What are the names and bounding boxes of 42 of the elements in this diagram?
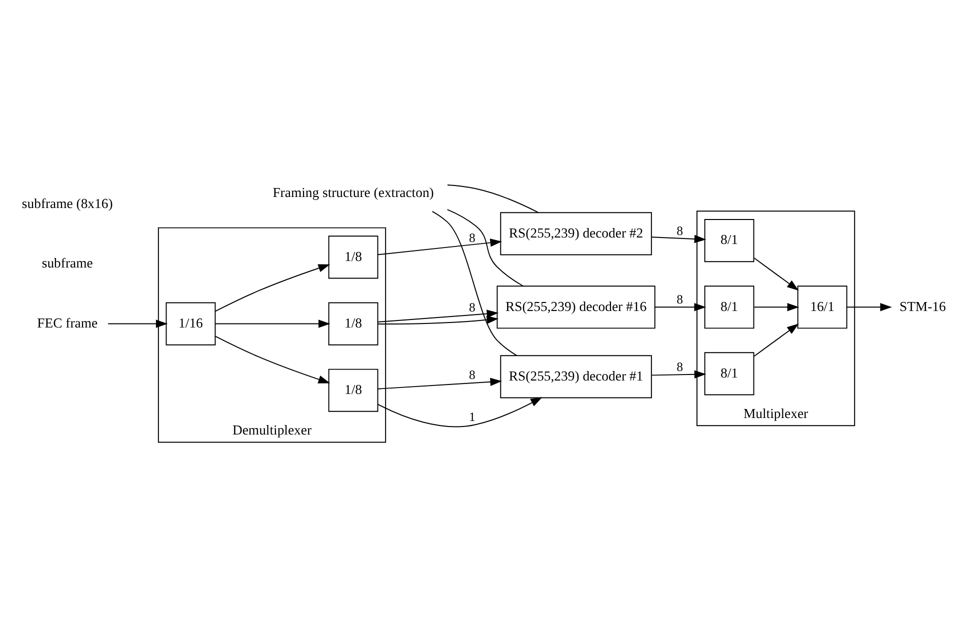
arrow (754, 258, 799, 291)
node-box: RS(255,239) decoder #1 (500, 355, 652, 398)
edge-label: 8 (676, 292, 684, 307)
node-box: 8/1 (704, 219, 754, 262)
node-text: STM-16 (899, 298, 946, 314)
arrow (214, 336, 330, 384)
edge-label: 8 (469, 230, 476, 245)
arrow (377, 378, 502, 390)
node-box: RS(255,239) decoder #16 (496, 286, 656, 329)
arrow (651, 234, 706, 244)
label: subframe (42, 256, 93, 271)
arrow (378, 316, 498, 324)
arrow (654, 303, 706, 312)
edge-label: 8 (676, 360, 684, 374)
arrow (214, 320, 330, 328)
label: subframe (8x16) (22, 196, 113, 211)
edge-label: 8 (676, 224, 684, 238)
edge-label: 8 (469, 300, 476, 314)
arrow (754, 324, 799, 357)
edge-label: 8 (469, 368, 476, 382)
arrow (108, 320, 168, 328)
node-box: 1/8 (328, 302, 378, 346)
arrow (846, 303, 892, 312)
arrow (214, 264, 330, 312)
node-text: FEC frame (37, 315, 98, 330)
node-box: 1/16 (166, 302, 216, 346)
connector (432, 210, 518, 356)
node-box: 8/1 (704, 352, 754, 396)
arrow (754, 303, 800, 312)
node-box: 8/1 (704, 286, 754, 329)
connector (446, 184, 539, 213)
arrow (377, 397, 542, 428)
connector (446, 209, 524, 286)
arrow (377, 310, 499, 322)
node-box: 1/8 (328, 368, 378, 412)
node-text: Framing structure (extracton) (272, 185, 434, 200)
node-box: 16/1 (797, 286, 848, 329)
arrow (377, 238, 502, 256)
node-box: RS(255,239) decoder #2 (500, 212, 652, 256)
edge-label: 1 (469, 410, 476, 424)
arrow (651, 370, 706, 378)
node-box: 1/8 (328, 236, 378, 279)
